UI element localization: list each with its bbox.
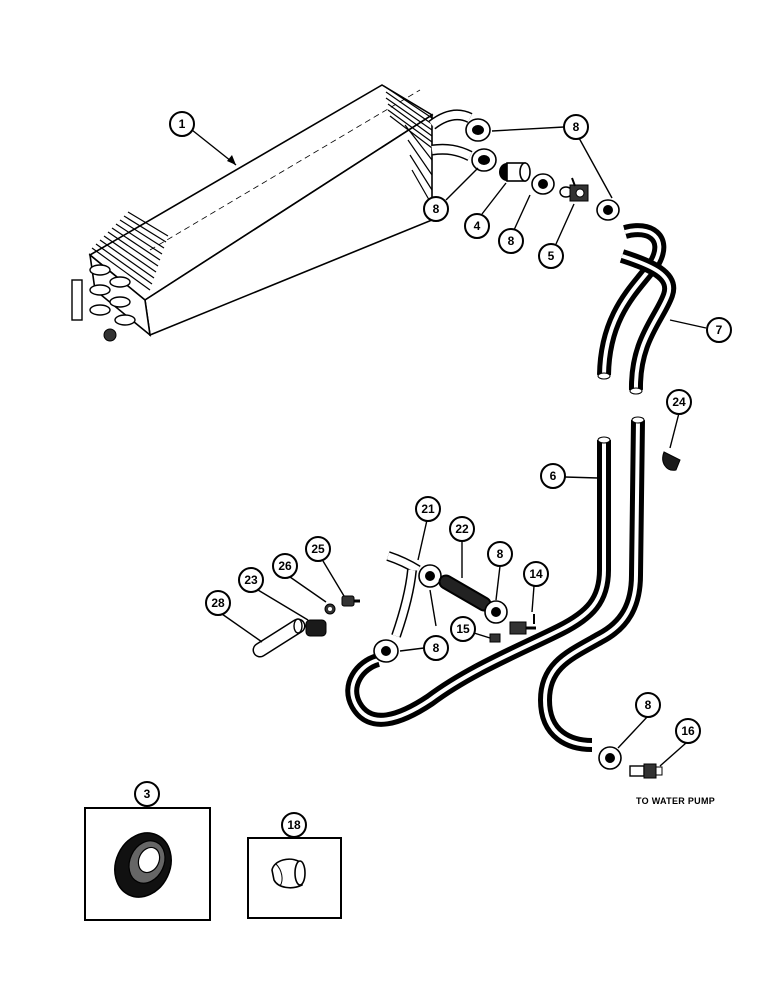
callout-5: 5	[538, 243, 564, 269]
callout-28: 28	[205, 590, 231, 616]
callout-26: 26	[272, 553, 298, 579]
drain-cock-part-14	[509, 614, 536, 635]
hose-clamp-valve-lower	[484, 600, 508, 624]
callout-24: 24	[666, 389, 692, 415]
fitting-part-15	[489, 633, 501, 643]
sleeve-part-28	[252, 618, 306, 658]
callout-5-label: 5	[548, 249, 555, 263]
cap-plug-icon	[271, 858, 306, 889]
callout-3-label: 3	[144, 787, 151, 801]
to-water-pump-note: TO WATER PUMP	[636, 796, 715, 806]
callout-24-label: 24	[672, 395, 686, 409]
hose-clamp-pump	[598, 746, 622, 770]
callout-8-pump-label: 8	[645, 698, 652, 712]
callout-16: 16	[675, 718, 701, 744]
callout-23: 23	[238, 567, 264, 593]
hose-clamp-mid	[531, 173, 555, 195]
heater-core	[71, 84, 473, 342]
callout-8-low: 8	[487, 541, 513, 567]
callout-4: 4	[464, 213, 490, 239]
callout-22-label: 22	[455, 522, 469, 536]
callout-8-bend: 8	[423, 635, 449, 661]
callout-4-label: 4	[474, 219, 481, 233]
callout-25-label: 25	[311, 542, 325, 556]
callout-7: 7	[706, 317, 732, 343]
callout-8-mid-label: 8	[508, 234, 515, 248]
callout-8-mid: 8	[498, 228, 524, 254]
coupler-part-4	[499, 162, 531, 182]
callout-22: 22	[449, 516, 475, 542]
upper-hose-pair	[597, 223, 677, 395]
inset-plug-part-18: 18	[247, 812, 342, 919]
callout-18-label: 18	[287, 818, 301, 832]
callout-16-label: 16	[681, 724, 695, 738]
hose-clamp-valve	[596, 199, 620, 221]
callout-1: 1	[169, 111, 195, 137]
callout-14: 14	[523, 561, 549, 587]
plug-part-23	[305, 619, 327, 637]
callout-14-label: 14	[529, 567, 543, 581]
bent-tube-part-21	[386, 551, 421, 638]
callout-8-top-label: 8	[573, 120, 580, 134]
short-hose-part-22	[438, 574, 492, 612]
washer-part-26	[324, 603, 336, 615]
hose-clip-part-24	[662, 451, 681, 471]
callout-8-pump: 8	[635, 692, 661, 718]
callout-8-bend-label: 8	[433, 641, 440, 655]
callout-28-label: 28	[211, 596, 225, 610]
callout-26-label: 26	[278, 559, 292, 573]
callout-15: 15	[450, 616, 476, 642]
leader-lines	[191, 126, 707, 767]
shutoff-valve-part-5	[559, 177, 589, 202]
hose-clamp-lower	[471, 148, 497, 172]
screw-part-25	[341, 595, 360, 607]
callout-21-label: 21	[421, 502, 435, 516]
callout-23-label: 23	[244, 573, 258, 587]
grommet-icon	[114, 832, 172, 898]
callout-6: 6	[540, 463, 566, 489]
callout-6-label: 6	[550, 469, 557, 483]
pump-fitting-part-16	[629, 763, 663, 779]
callout-25: 25	[305, 536, 331, 562]
callout-1-label: 1	[179, 117, 186, 131]
callout-21: 21	[415, 496, 441, 522]
hose-clamp-tube	[418, 564, 442, 588]
hose-clamp-bend	[373, 639, 399, 663]
callout-15-label: 15	[456, 622, 470, 636]
callout-8-left: 8	[423, 196, 449, 222]
callout-7-label: 7	[716, 323, 723, 337]
callout-8-low-label: 8	[497, 547, 504, 561]
lower-hose-pair	[345, 416, 645, 752]
hose-clamp-upper	[465, 118, 491, 142]
callout-8-top: 8	[563, 114, 589, 140]
callout-8-left-label: 8	[433, 202, 440, 216]
inset-grommet-part-3: 3	[84, 781, 211, 921]
